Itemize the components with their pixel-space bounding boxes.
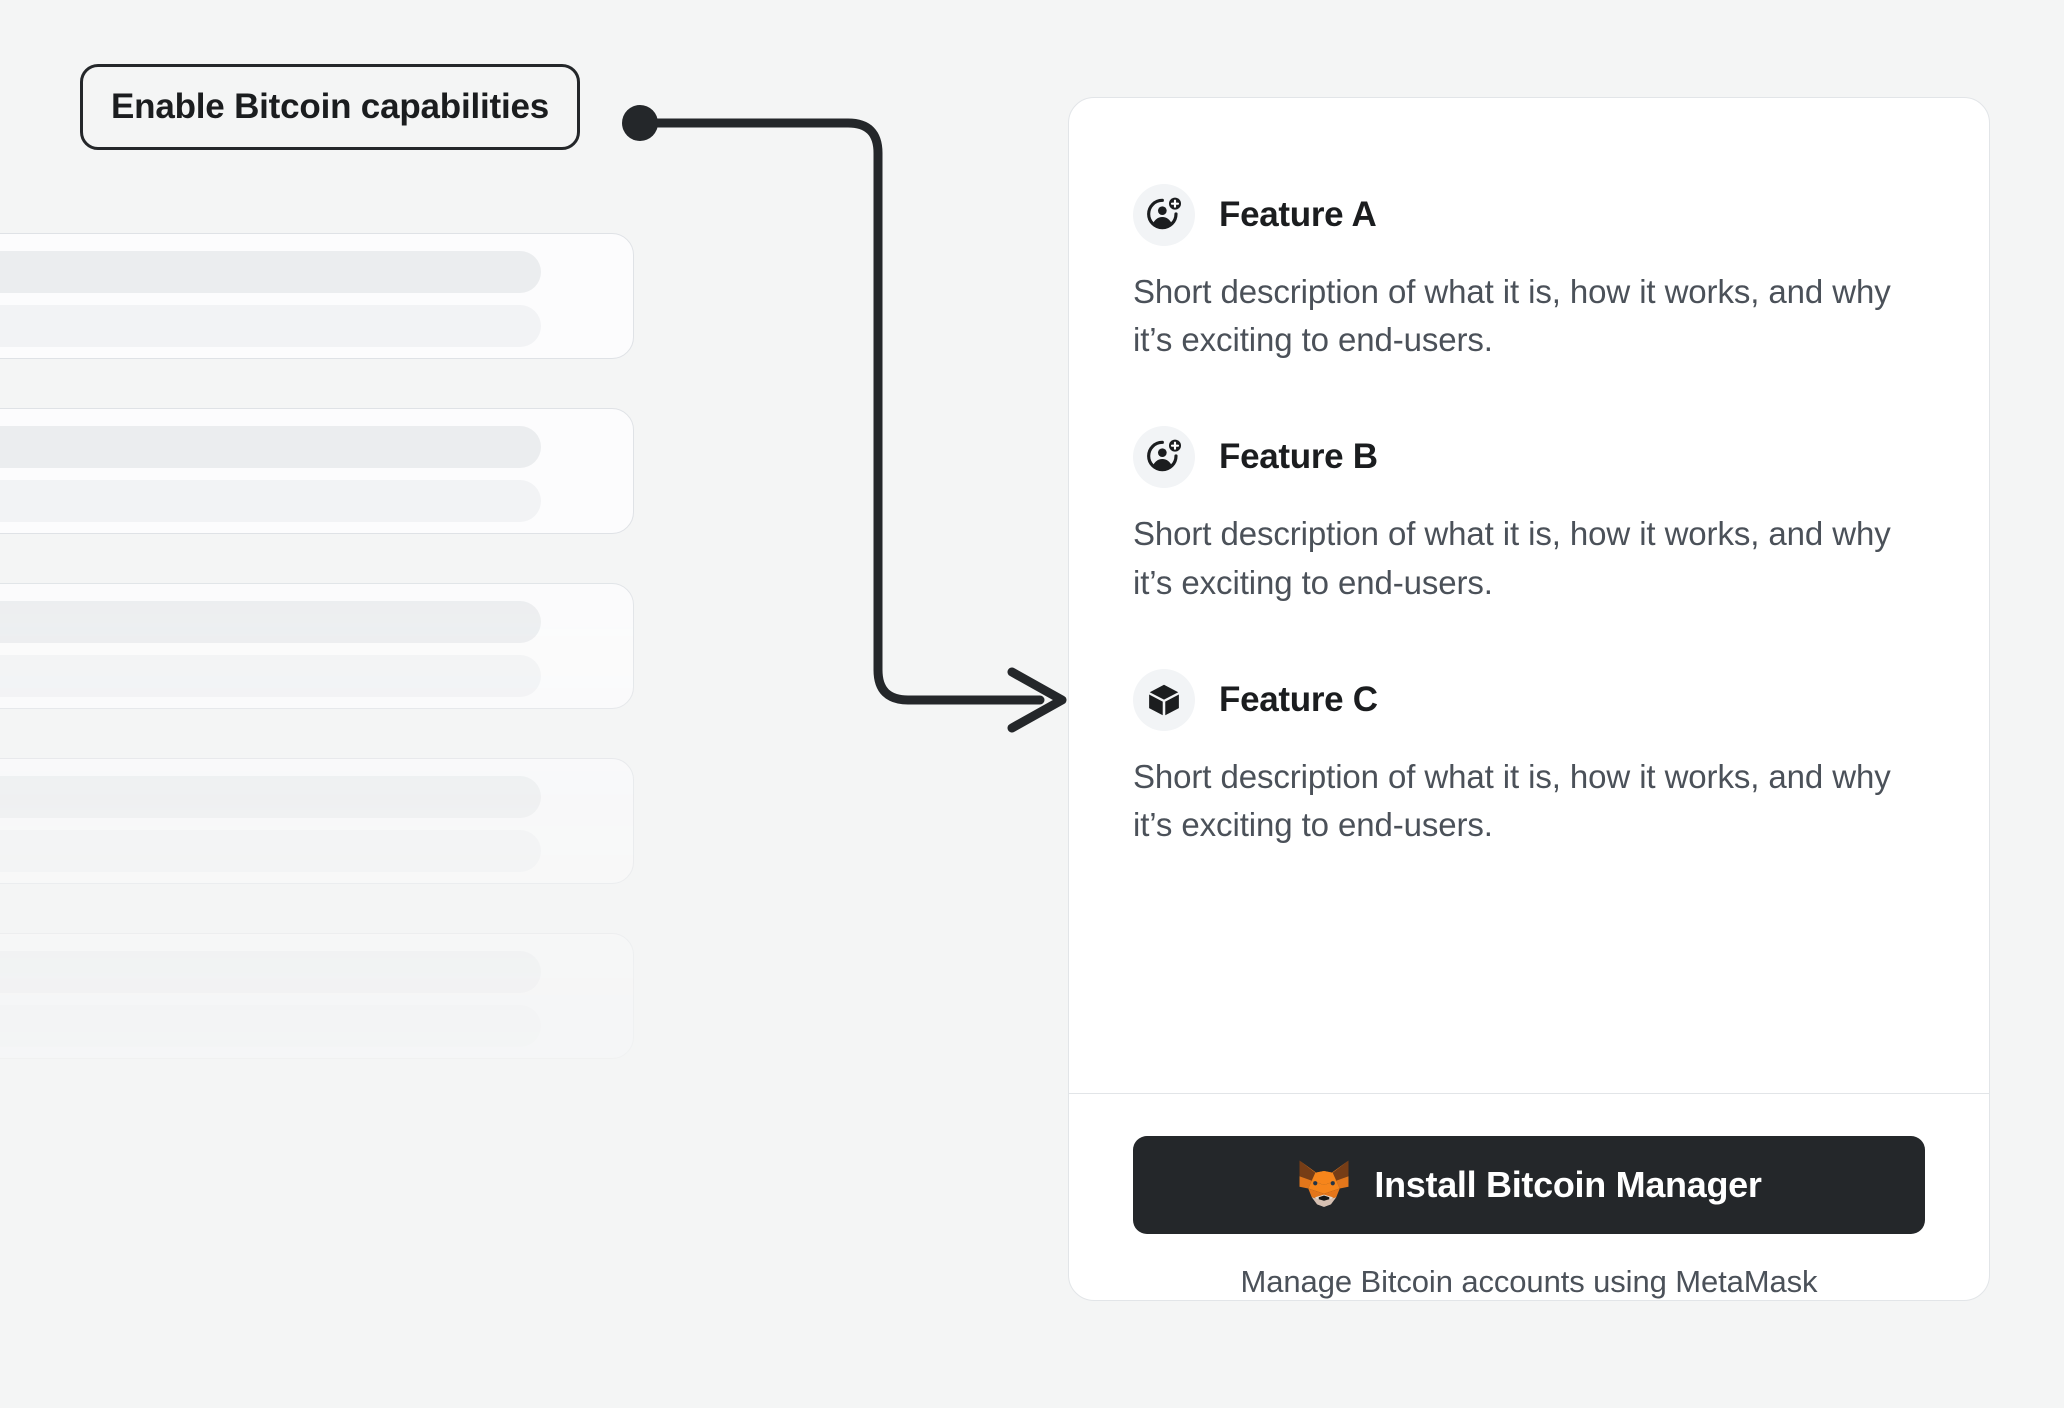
placeholder-bar	[0, 426, 541, 468]
connector-line	[635, 118, 1045, 705]
placeholder-bar	[0, 655, 541, 697]
feature-description: Short description of what it is, how it …	[1133, 515, 1891, 601]
card-footer: Install Bitcoin Manager Manage Bitcoin a…	[1069, 1094, 1989, 1300]
callout-label-text: Enable Bitcoin capabilities	[111, 87, 550, 126]
placeholder-bar	[0, 601, 541, 643]
skeleton-card	[0, 233, 634, 359]
feature-item: Feature C Short description of what it i…	[1133, 668, 1925, 849]
feature-header: Feature B	[1133, 426, 1925, 489]
feature-title: Feature C	[1219, 679, 1378, 719]
install-bitcoin-manager-button[interactable]: Install Bitcoin Manager	[1133, 1136, 1925, 1234]
feature-description: Short description of what it is, how it …	[1133, 757, 1891, 843]
placeholder-bar	[0, 1005, 541, 1047]
feature-title: Feature B	[1219, 437, 1378, 477]
placeholder-bar	[0, 480, 541, 522]
feature-item: Feature A Short description of what it i…	[1133, 184, 1925, 364]
install-button-label: Install Bitcoin Manager	[1374, 1164, 1762, 1205]
placeholder-bar	[0, 305, 541, 347]
feature-header: Feature A	[1133, 184, 1925, 246]
metamask-fox-icon	[1296, 1158, 1352, 1212]
add-account-icon	[1133, 426, 1195, 489]
skeleton-card	[0, 583, 634, 709]
feature-description: Short description of what it is, how it …	[1133, 273, 1891, 359]
cube-icon	[1133, 668, 1195, 731]
skeleton-card	[0, 758, 634, 884]
bitcoin-capabilities-card: Feature A Short description of what it i…	[1068, 97, 1990, 1301]
install-caption: Manage Bitcoin accounts using MetaMask	[1240, 1264, 1818, 1299]
skeleton-placeholder-column	[0, 233, 640, 1408]
skeleton-card	[0, 408, 634, 534]
placeholder-bar	[0, 776, 541, 818]
skeleton-card	[0, 933, 634, 1059]
card-divider	[1069, 1093, 1989, 1094]
add-account-icon	[1133, 184, 1195, 246]
feature-list: Feature A Short description of what it i…	[1069, 98, 1989, 1093]
placeholder-bar	[0, 251, 541, 293]
feature-item: Feature B Short description of what it i…	[1133, 426, 1925, 606]
feature-title: Feature A	[1219, 195, 1377, 234]
feature-header: Feature C	[1133, 668, 1925, 731]
placeholder-bar	[0, 830, 541, 872]
arrow-right-icon	[1007, 667, 1067, 733]
callout-label-pill[interactable]: Enable Bitcoin capabilities	[80, 64, 581, 150]
connector-dot-icon	[622, 105, 658, 141]
placeholder-bar	[0, 951, 541, 993]
